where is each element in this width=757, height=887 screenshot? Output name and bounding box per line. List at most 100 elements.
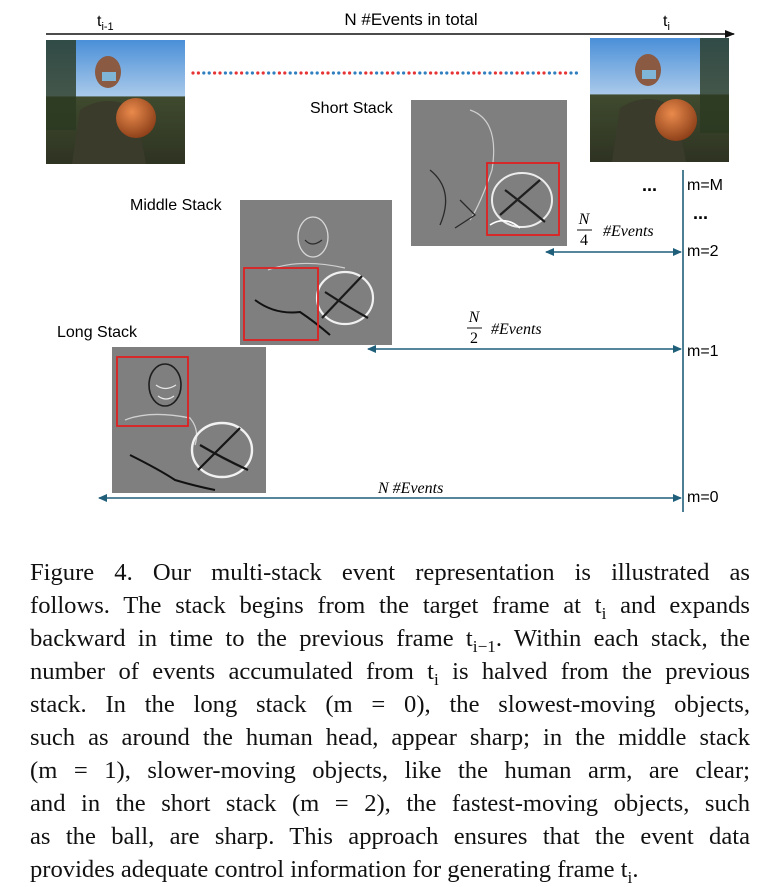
event-dot: [558, 71, 562, 75]
event-dot: [439, 71, 443, 75]
middle-stack-focus-box: [243, 267, 319, 341]
short-stack-event-image: [411, 100, 567, 246]
event-dot: [499, 71, 503, 75]
event-dot: [526, 71, 530, 75]
short-stack-focus-box: [486, 162, 560, 236]
caption-line-9: as the ball, are sharp. This approach en…: [30, 823, 750, 850]
event-dot: [493, 71, 497, 75]
event-dot: [342, 71, 346, 75]
event-dot: [445, 71, 449, 75]
event-dot: [353, 71, 357, 75]
level-dots-left: ...: [642, 175, 657, 195]
rgb-frame-target: [590, 38, 729, 162]
event-dot: [569, 71, 573, 75]
event-dot: [364, 71, 368, 75]
event-dot: [547, 71, 552, 75]
event-dot: [234, 71, 238, 75]
svg-text:#Events: #Events: [603, 223, 654, 240]
event-dot: [412, 71, 416, 75]
event-dot: [218, 71, 222, 75]
event-dot: [331, 71, 335, 75]
event-dot: [213, 71, 217, 75]
timeline-start-label: ti-1: [97, 13, 114, 33]
short-stack-event-count: N 4 #Events: [577, 211, 654, 249]
svg-text:#Events: #Events: [491, 321, 542, 338]
event-dot: [321, 71, 325, 75]
svg-text:N: N: [468, 309, 481, 326]
event-dot: [461, 71, 465, 75]
event-dot: [207, 71, 211, 75]
long-stack-event-count: N #Events: [377, 480, 443, 497]
timeline-total-label: N #Events in total: [344, 10, 477, 29]
caption-line-5: stack. In the long stack (m = 0), the sl…: [30, 691, 750, 718]
event-dot: [407, 71, 411, 75]
event-dot: [402, 71, 406, 75]
multi-stack-figure: ti-1 N #Events in total ti Short Stack M…: [46, 10, 735, 512]
short-stack-label: Short Stack: [310, 100, 394, 117]
event-dot: [472, 71, 476, 75]
level-dots-right: ...: [693, 203, 708, 223]
caption-line-1: Figure 4. Our multi-stack event represen…: [30, 559, 750, 586]
event-dot: [542, 71, 546, 75]
event-dot: [423, 71, 427, 75]
event-dot: [477, 71, 481, 75]
event-dot: [375, 71, 379, 75]
event-dot: [369, 71, 373, 75]
level-label-m2: m=2: [687, 243, 719, 260]
level-label-top: m=M: [687, 177, 723, 194]
middle-stack-event-count: N 2 #Events: [467, 309, 542, 347]
event-dots-line: [191, 71, 579, 75]
rgb-frame-previous: [46, 40, 185, 164]
svg-text:2: 2: [470, 330, 478, 347]
event-dot: [272, 71, 276, 75]
event-dot: [250, 71, 254, 75]
long-stack-label: Long Stack: [57, 324, 138, 341]
caption-line-6: such as around the human head, appear sh…: [30, 724, 750, 751]
event-dot: [483, 71, 487, 75]
caption-line-2: follows. The stack begins from the targe…: [30, 592, 750, 623]
timeline-end-label: ti: [663, 13, 670, 33]
caption-line-7: (m = 1), slower-moving objects, like the…: [30, 757, 750, 784]
event-dot: [504, 71, 508, 75]
event-dot: [267, 71, 271, 75]
level-label-m0: m=0: [687, 489, 719, 506]
event-dot: [553, 71, 557, 75]
event-dot: [315, 71, 319, 75]
event-dot: [288, 71, 292, 75]
event-dot: [434, 71, 438, 75]
event-dot: [256, 71, 260, 75]
event-dot: [310, 71, 314, 75]
event-dot: [466, 71, 470, 75]
long-stack-event-image: [112, 347, 266, 493]
level-label-m1: m=1: [687, 343, 719, 360]
event-dot: [283, 71, 287, 75]
event-dot: [418, 71, 422, 75]
event-dot: [450, 71, 454, 75]
event-dot: [202, 71, 206, 75]
middle-stack-event-image: [240, 200, 392, 345]
event-dot: [223, 71, 227, 75]
svg-text:N: N: [578, 211, 591, 228]
long-stack-focus-box: [116, 356, 189, 427]
event-dot: [229, 71, 233, 75]
event-dot: [196, 71, 200, 75]
event-dot: [337, 71, 341, 75]
caption-line-3: backward in time to the previous frame t…: [30, 625, 750, 656]
event-dot: [294, 71, 298, 75]
event-dot: [537, 71, 541, 75]
caption-line-8: and in the short stack (m = 2), the fast…: [30, 790, 750, 817]
event-dot: [261, 71, 265, 75]
event-dot: [326, 71, 330, 75]
event-dot: [574, 71, 579, 75]
event-dot: [531, 71, 535, 75]
svg-text:4: 4: [580, 232, 588, 249]
event-dot: [391, 71, 395, 75]
event-dot: [358, 71, 362, 75]
event-dot: [245, 71, 249, 75]
event-dot: [396, 71, 400, 75]
event-dot: [277, 71, 281, 75]
event-dot: [515, 71, 519, 75]
event-dot: [380, 71, 384, 75]
event-dot: [299, 71, 303, 75]
caption-line-10: provides adequate control information fo…: [30, 856, 639, 887]
